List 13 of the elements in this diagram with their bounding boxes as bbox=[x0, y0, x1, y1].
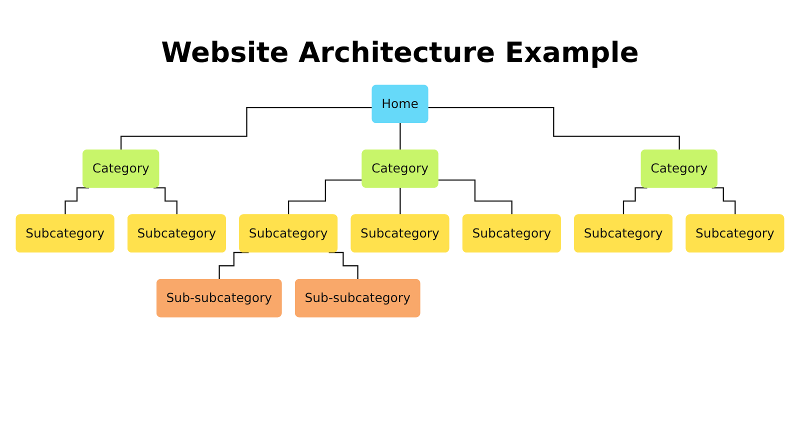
connector bbox=[400, 122, 401, 151]
connector bbox=[400, 187, 401, 216]
connector bbox=[712, 187, 736, 216]
connector bbox=[288, 179, 363, 216]
connector bbox=[64, 187, 89, 216]
connector bbox=[218, 252, 249, 280]
connector bbox=[438, 179, 513, 216]
connector bbox=[428, 106, 680, 151]
connector bbox=[120, 106, 373, 151]
diagram-title: Website Architecture Example bbox=[160, 36, 640, 69]
connector bbox=[622, 187, 648, 216]
connector bbox=[154, 187, 178, 216]
connector bbox=[328, 252, 359, 280]
